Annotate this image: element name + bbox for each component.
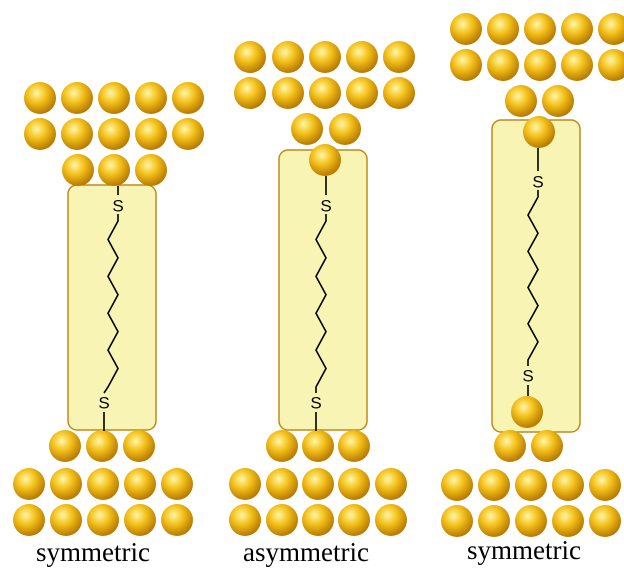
gold-atom-middle-top [329,113,361,145]
gold-atom-right-bottom [515,505,547,537]
gold-atom-middle-bottom [302,430,334,462]
gold-atom-right-bottom [589,469,621,501]
sulfur-label-middle-bottom: S [310,394,321,413]
gold-atom-left-bottom [161,504,193,536]
gold-atom-middle-top [309,77,341,109]
gold-atom-right-top [542,85,574,117]
gold-atoms [13,13,624,537]
gold-atom-right-top [561,13,593,45]
gold-atom-right-bottom [441,469,473,501]
gold-atom-middle-bottom [302,504,334,536]
gold-atom-right-bottom [552,505,584,537]
gold-adatom-right-bottom [511,396,543,428]
gold-atom-middle-top [346,77,378,109]
gold-atom-right-top [524,13,556,45]
gold-atom-middle-top [383,77,415,109]
gold-atom-right-bottom [515,469,547,501]
gold-atom-right-top [487,49,519,81]
gold-atom-left-top [24,118,56,150]
gold-atom-middle-top [272,77,304,109]
gold-atom-left-bottom [123,430,155,462]
gold-atom-middle-bottom [302,468,334,500]
gold-atom-middle-top [346,41,378,73]
gold-atom-right-top [487,13,519,45]
gold-atom-middle-top [272,41,304,73]
sulfur-label-left-bottom: S [98,394,109,413]
gold-atom-middle-top [291,113,323,145]
gold-atom-middle-bottom [229,468,261,500]
gold-atom-left-top [62,154,94,186]
gold-atom-right-top [561,49,593,81]
gold-atom-middle-top [309,41,341,73]
sulfur-label-right-bottom: S [522,367,533,386]
gold-atom-left-top [61,118,93,150]
gold-atom-right-top [450,49,482,81]
gold-atom-left-bottom [161,468,193,500]
molecule-box-right [491,119,581,433]
alkane-chain-middle [315,176,327,431]
gold-adatom-middle [309,144,341,176]
gold-atom-left-bottom [124,468,156,500]
caption-left: symmetric [36,537,150,567]
gold-atom-left-top [135,118,167,150]
gold-atom-left-bottom [50,504,82,536]
gold-atom-right-top [450,13,482,45]
gold-atom-right-bottom [552,469,584,501]
gold-atom-left-bottom [86,430,118,462]
gold-atom-left-bottom [87,504,119,536]
gold-atom-middle-bottom [266,468,298,500]
gold-atom-right-top [524,49,556,81]
gold-atom-left-bottom [87,468,119,500]
caption-middle: asymmetric [243,537,369,567]
gold-atom-middle-bottom [338,468,370,500]
alkane-chains [103,148,539,431]
gold-atom-middle-bottom [338,430,370,462]
gold-atom-left-top [172,82,204,114]
gold-atom-right-bottom [531,430,563,462]
sulfur-label-right-top: S [532,173,543,192]
gold-atom-middle-bottom [266,430,298,462]
gold-atom-left-top [135,82,167,114]
sulfur-labels: S S S S S S [98,173,543,413]
gold-atom-left-top [98,154,130,186]
gold-atom-middle-top [234,77,266,109]
gold-atom-right-bottom [494,430,526,462]
gold-atom-left-top [24,82,56,114]
gold-atom-middle-bottom [375,468,407,500]
gold-atom-middle-bottom [375,504,407,536]
gold-atom-left-top [98,82,130,114]
caption-right: symmetric [467,535,581,565]
gold-atom-left-bottom [13,468,45,500]
sulfur-label-middle-top: S [320,197,331,216]
gold-atom-right-top [598,49,624,81]
gold-atom-right-top [505,85,537,117]
gold-atom-left-bottom [49,430,81,462]
gold-atom-right-bottom [478,505,510,537]
gold-atom-middle-bottom [338,504,370,536]
gold-atom-middle-top [234,41,266,73]
gold-atom-left-top [172,118,204,150]
gold-atom-middle-bottom [266,504,298,536]
alkane-chain-left [103,186,119,431]
alkane-chain-right [527,148,539,396]
gold-atom-right-bottom [441,505,473,537]
gold-atom-left-top [135,154,167,186]
gold-atom-right-bottom [589,505,621,537]
gold-atom-middle-bottom [229,504,261,536]
gold-atom-middle-top [383,41,415,73]
gold-atom-left-bottom [124,504,156,536]
gold-atom-right-bottom [478,469,510,501]
gold-atom-left-top [61,82,93,114]
gold-atom-left-top [98,118,130,150]
gold-atom-left-bottom [13,504,45,536]
gold-adatom-right-top [523,116,555,148]
gold-atom-right-top [598,13,624,45]
sulfur-label-left-top: S [112,197,123,216]
gold-atom-left-bottom [50,468,82,500]
